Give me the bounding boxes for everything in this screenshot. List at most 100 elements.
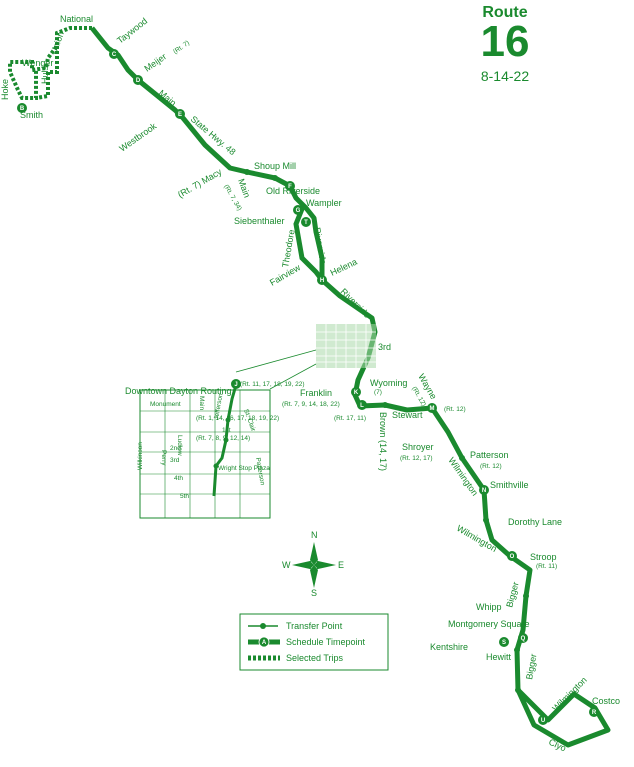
transfer-point xyxy=(244,169,250,175)
svg-text:E: E xyxy=(178,112,182,118)
transfer-point xyxy=(515,687,521,693)
transfer-point xyxy=(459,455,465,461)
label-hoke: Hoke xyxy=(0,79,10,100)
label-main2: Main xyxy=(236,177,252,199)
label-riverside2: Riverside xyxy=(339,286,373,320)
downtown-highlight xyxy=(316,324,376,368)
label-union: Union xyxy=(48,30,65,56)
transfer-point xyxy=(514,647,520,653)
inset-street-main: Main xyxy=(198,396,205,410)
label-shroyer-rt: (Rt. 12, 17) xyxy=(400,455,433,462)
timepoint-u: U xyxy=(538,715,548,725)
label-bigger: Bigger xyxy=(504,581,520,609)
svg-text:B: B xyxy=(20,106,25,112)
inset-street-wilkinson: Wilkinson xyxy=(137,442,144,470)
svg-text:L: L xyxy=(360,403,364,409)
timepoint-g: G xyxy=(293,205,303,215)
label-montgomery-square: Montgomery Square xyxy=(448,619,530,629)
label-franklin: Franklin xyxy=(300,388,332,398)
label-wyoming: Wyoming xyxy=(370,378,407,388)
label-taywood: Taywood xyxy=(115,16,149,46)
transfer-point xyxy=(483,517,489,523)
legend-transfer-label: Transfer Point xyxy=(286,621,343,631)
inset-street-4th: 4th xyxy=(174,475,183,482)
route-title: Route xyxy=(482,4,528,21)
label-dorothy-lane: Dorothy Lane xyxy=(508,517,562,527)
label-costco: Costco xyxy=(592,696,620,706)
inset-note-wright: Wright Stop Plaza xyxy=(218,465,270,472)
inset-street-ludlow: Ludlow xyxy=(176,435,183,456)
label-smithville: Smithville xyxy=(490,480,529,490)
inset-street-monument: Monument xyxy=(150,401,181,408)
inset-title: Downtown Dayton Routing xyxy=(125,386,232,396)
label-wampler: Wampler xyxy=(306,198,342,208)
inset-street-patterson: Patterson xyxy=(254,457,266,486)
label-shoup-mill: Shoup Mill xyxy=(254,161,296,171)
inset-street-2nd: 2nd xyxy=(170,445,181,452)
timepoint-c: C xyxy=(109,49,119,59)
label-stewart: Stewart xyxy=(392,410,423,420)
label-wenger: Wenger xyxy=(22,58,53,68)
label-whipp: Whipp xyxy=(476,602,502,612)
inset-street-5th: 5th xyxy=(180,493,189,500)
svg-text:H: H xyxy=(320,278,324,284)
label-3rd: 3rd xyxy=(378,342,391,352)
svg-text:G: G xyxy=(296,208,301,214)
transfer-point xyxy=(523,593,529,599)
label-patterson: Patterson xyxy=(470,450,509,460)
svg-text:F: F xyxy=(288,184,292,190)
transfer-points xyxy=(244,169,529,693)
label-patterson-rt: (Rt. 12) xyxy=(480,463,502,470)
label-huls: Huls xyxy=(40,65,50,84)
timepoint-l: L xyxy=(357,400,367,410)
compass-w: W xyxy=(282,560,291,570)
timepoint-e: E xyxy=(175,109,185,119)
svg-text:S: S xyxy=(502,640,506,646)
label-stroop: Stroop xyxy=(530,552,557,562)
compass-icon: N S E W xyxy=(282,530,344,598)
inset-timepoint-label: J xyxy=(234,382,237,388)
timepoint-q: Q xyxy=(518,633,528,643)
label-hewitt: Hewitt xyxy=(486,652,512,662)
svg-text:K: K xyxy=(354,390,359,396)
legend-selected-label: Selected Trips xyxy=(286,653,344,663)
label-old-riverside: Old Riverside xyxy=(266,186,320,196)
inset-note-3: (Rt. 7, 8, 9, 12, 14) xyxy=(196,435,250,442)
timepoint-o: O xyxy=(507,551,517,561)
label-rt17-11: (Rt. 17, 11) xyxy=(334,415,366,422)
timepoint-h: H xyxy=(317,275,327,285)
svg-text:D: D xyxy=(136,78,141,84)
label-franklin-rt: (Rt. 7, 9, 14, 18, 22) xyxy=(282,401,340,408)
label-wilmington3: Wilmington xyxy=(550,675,589,714)
label-siebenthaler: Siebenthaler xyxy=(234,216,285,226)
route-number: 16 xyxy=(480,17,530,66)
timepoint-k: K xyxy=(351,387,361,397)
inset-note-2: (Rt. 1, 14, 16, 17, 18, 19, 22) xyxy=(196,415,279,422)
svg-text:O: O xyxy=(510,554,515,560)
label-bigger2: Bigger xyxy=(524,653,538,680)
selected-trips-path xyxy=(8,26,92,100)
label-wyoming-rt: (7) xyxy=(374,389,382,396)
compass-e: E xyxy=(338,560,344,570)
svg-text:M: M xyxy=(430,406,435,412)
timepoint-f: F xyxy=(285,181,295,191)
timepoint-t: T xyxy=(301,217,311,227)
label-shroyer: Shroyer xyxy=(402,442,434,452)
timepoint-d: D xyxy=(133,75,143,85)
timepoint-m: M xyxy=(427,403,437,413)
inset-street-jefferson: Jefferson xyxy=(213,393,225,421)
transfer-point xyxy=(272,175,278,181)
label-riverside: Riverside xyxy=(312,227,328,266)
label-kentshire: Kentshire xyxy=(430,642,468,652)
compass-n: N xyxy=(311,530,318,540)
label-theodore: Theodore xyxy=(280,229,297,269)
label-meijer: Meijer xyxy=(142,51,168,73)
route-date: 8-14-22 xyxy=(480,68,530,84)
inset-street-3rd: 3rd xyxy=(170,457,180,464)
svg-text:Q: Q xyxy=(521,636,526,642)
legend-timepoint-label: Schedule Timepoint xyxy=(286,637,366,647)
label-smith: Smith xyxy=(20,110,43,120)
legend: Transfer Point A Schedule Timepoint Sele… xyxy=(239,613,389,671)
label-brown: Brown (14, 17) xyxy=(378,412,388,471)
